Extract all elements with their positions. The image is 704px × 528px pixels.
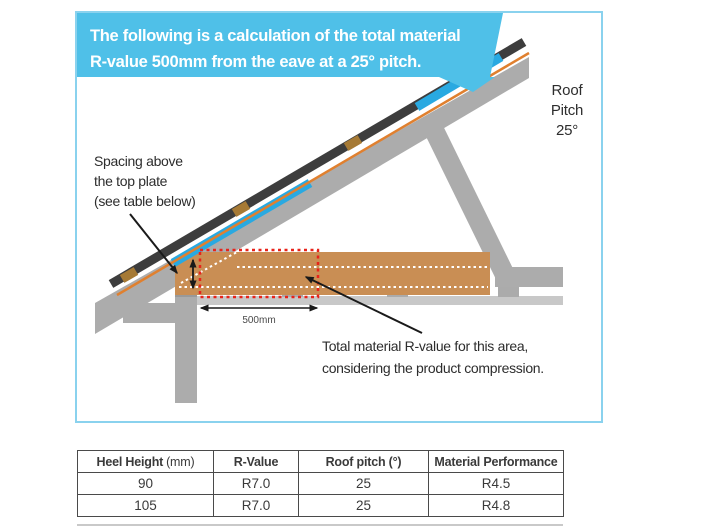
cell-pitch-row1: 25: [298, 472, 429, 495]
roof-batten-1: [119, 267, 139, 283]
insulation-batt: [200, 252, 490, 295]
roof-batten-2: [231, 201, 251, 217]
roof-pitch-label-2: Pitch: [551, 102, 583, 119]
header-heel-height: Heel Height(mm): [77, 450, 214, 473]
banner-line-2: R-value 500mm from the eave at a 25° pit…: [90, 53, 421, 71]
ceiling-line: [197, 296, 563, 305]
sarking-line: [116, 51, 530, 297]
roof-pitch-label-3: 25°: [556, 122, 578, 139]
roof-pitch-label-1: Roof: [552, 82, 584, 99]
cell-pitch-row2: 25: [298, 494, 429, 517]
clipped-next-row-line: [77, 524, 563, 526]
cell-heel-height-105: 105: [77, 494, 214, 517]
cell-performance-row2: R4.8: [428, 494, 564, 517]
header-heel-height-text: Heel Height: [96, 454, 164, 469]
cell-performance-row1: R4.5: [428, 472, 564, 495]
wall-stud: [175, 297, 197, 403]
cell-rvalue-row2: R7.0: [213, 494, 299, 517]
highlight-area-box: [198, 248, 320, 299]
table-header-row: Heel Height(mm) R-Value Roof pitch (°) M…: [77, 450, 564, 473]
spacing-note-3: (see table below): [94, 193, 196, 209]
roof-diagram: The following is a calculation of the to…: [77, 13, 584, 403]
rvalue-note-2: considering the product compression.: [322, 360, 544, 376]
table-row: 105 R7.0 25 R4.8: [77, 494, 564, 517]
header-r-value: R-Value: [213, 450, 299, 473]
roof-diagram-panel: The following is a calculation of the to…: [75, 11, 603, 423]
ceiling-batten-3: [498, 287, 519, 297]
spacing-note-1: Spacing above: [94, 153, 183, 169]
dimension-label: 500mm: [242, 315, 275, 326]
spacing-pointer-arrow: [129, 213, 178, 275]
banner-tail: [439, 77, 495, 92]
insulation-loft-lines: [179, 251, 488, 288]
cell-heel-height-90: 90: [77, 472, 214, 495]
header-roof-pitch: Roof pitch (°): [298, 450, 429, 473]
roof-batten-3: [343, 135, 363, 151]
cell-rvalue-row1: R7.0: [213, 472, 299, 495]
banner-line-1: The following is a calculation of the to…: [90, 27, 460, 45]
table-row: 90 R7.0 25 R4.5: [77, 472, 564, 495]
strut: [424, 123, 514, 280]
rvalue-pointer-arrow: [304, 276, 423, 334]
banner-background: [77, 13, 503, 77]
strut-foot: [495, 267, 563, 287]
header-material-performance: Material Performance: [428, 450, 564, 473]
heel-height-table: Heel Height(mm) R-Value Roof pitch (°) M…: [77, 450, 564, 517]
header-heel-height-unit: (mm): [166, 454, 195, 469]
rvalue-note-1: Total material R-value for this area,: [322, 338, 528, 354]
spacing-note-2: the top plate: [94, 173, 168, 189]
